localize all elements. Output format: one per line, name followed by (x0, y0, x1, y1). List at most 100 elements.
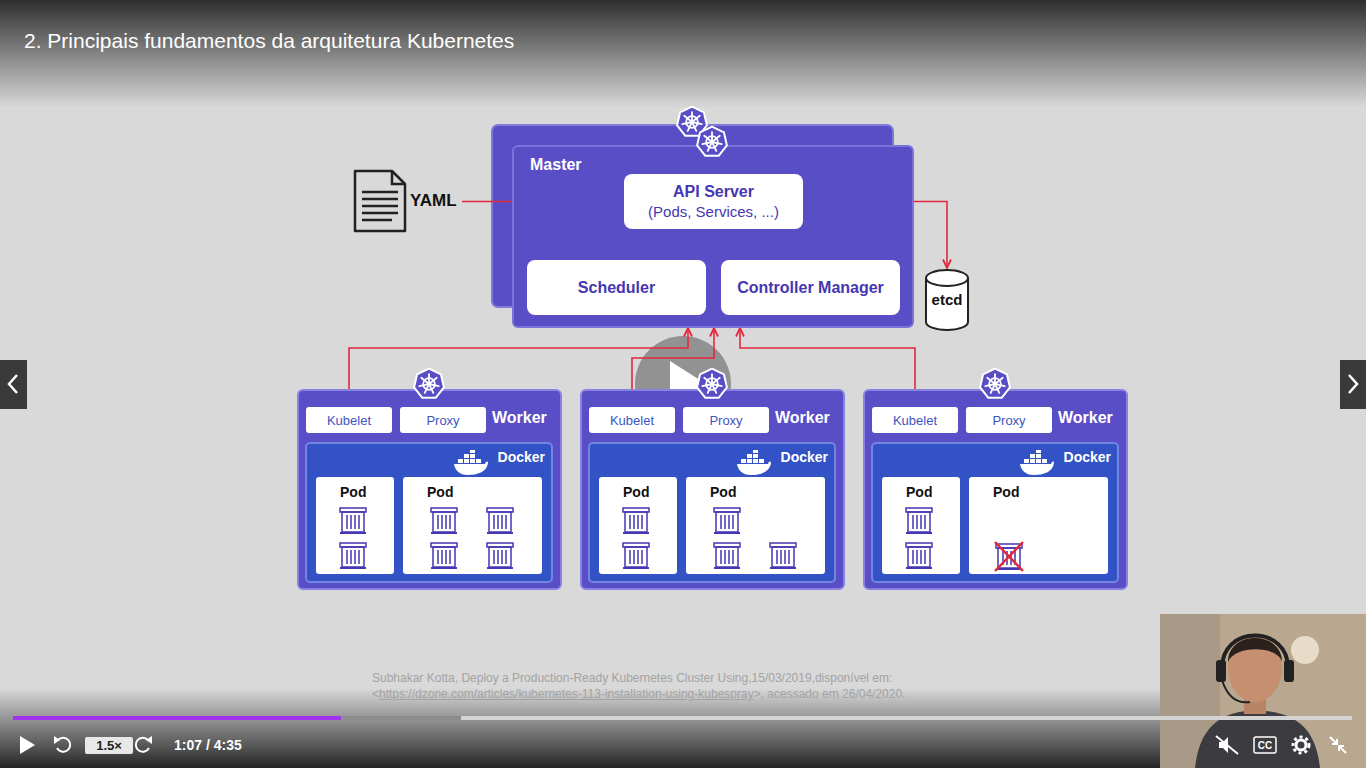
document-icon (352, 168, 408, 234)
kubernetes-icon (411, 366, 447, 402)
kubernetes-icon (977, 366, 1013, 402)
proxy-box: Proxy (683, 407, 769, 433)
citation-link: https://dzone.com/articles/kubernetes-11… (379, 687, 754, 701)
exit-fullscreen-button (1330, 737, 1346, 753)
play-button (20, 736, 35, 754)
citation-line: <https://dzone.com/articles/kubernetes-1… (372, 687, 905, 701)
node-title: Proxy (426, 413, 459, 428)
worker-node-box: Worker Kubelet ProxyDockerPod Pod (297, 389, 562, 590)
stopped-container-icon (995, 541, 1023, 571)
kubelet-box: Kubelet (589, 407, 675, 433)
api-server-box: API Server(Pods, Services, ...) (624, 174, 803, 229)
top-shade (0, 0, 1366, 108)
node-title: etcd (932, 291, 963, 308)
container-icon (622, 505, 650, 535)
webcam-thumbnail (1160, 614, 1366, 768)
node-subtitle: (Pods, Services, ...) (648, 202, 779, 221)
node-title: Pod (710, 484, 736, 500)
node-title: API Server (673, 182, 754, 202)
progress-track (13, 716, 1352, 720)
container-icon (622, 540, 650, 570)
docker-whale-icon (453, 450, 489, 476)
document-icon (352, 168, 408, 234)
pod-box: Pod (599, 477, 677, 574)
node-title: Worker (1058, 409, 1113, 427)
docker-runtime-box: DockerPod Pod (871, 442, 1119, 583)
container-icon (622, 505, 650, 535)
worker-node-box: Worker Kubelet ProxyDockerPod Pod (580, 389, 845, 590)
playback-speed: 1.5× (96, 738, 122, 753)
pod-box: Pod (316, 477, 394, 574)
docker-whale-icon (1019, 450, 1055, 476)
node-title: Pod (623, 484, 649, 500)
slide-title: 2. Principais fundamentos da arquitetura… (24, 29, 514, 53)
forward-button (136, 736, 152, 752)
container-icon (769, 540, 797, 570)
pod-box: Pod (686, 477, 825, 574)
speed-button (85, 737, 133, 754)
node-title: Docker (781, 449, 828, 465)
kubernetes-icon (694, 366, 730, 402)
container-icon (430, 505, 458, 535)
container-icon (713, 505, 741, 535)
container-icon (905, 505, 933, 535)
kubernetes-icon (677, 107, 707, 136)
proxy-box: Proxy (966, 407, 1052, 433)
kubelet-box: Kubelet (306, 407, 392, 433)
pod-box: Pod (969, 477, 1108, 574)
prev-button (0, 360, 27, 409)
container-icon (622, 540, 650, 570)
captions-control: CC (1254, 737, 1276, 753)
citation-text: Subhakar Kotta, Deploy a Production-Read… (372, 671, 892, 685)
master-node-box: MasterAPI Server(Pods, Services, ...)Sch… (512, 145, 914, 328)
time-display: 1:07 / 4:35 (174, 737, 242, 754)
proxy-box: Proxy (400, 407, 486, 433)
container-icon (339, 540, 367, 570)
container-icon (486, 540, 514, 570)
prev-chevron (9, 375, 17, 393)
container-icon (486, 540, 514, 570)
node-title: Docker (498, 449, 545, 465)
next-chevron (1349, 375, 1357, 393)
node-title: Pod (993, 484, 1019, 500)
node-title: Pod (340, 484, 366, 500)
kubernetes-icon (694, 124, 730, 160)
container-icon (339, 505, 367, 535)
citation-text: < (372, 687, 379, 701)
node-title: Kubelet (327, 413, 371, 428)
node-title: Scheduler (578, 278, 655, 298)
node-title: YAML (410, 191, 457, 211)
docker-whale-icon (736, 450, 772, 476)
container-icon (486, 505, 514, 535)
worker-node-box: Worker Kubelet ProxyDockerPod Pod (863, 389, 1128, 590)
node-title: Worker (775, 409, 830, 427)
container-icon (713, 505, 741, 535)
settings-gear (1293, 737, 1309, 753)
node-title: Pod (427, 484, 453, 500)
container-icon (430, 540, 458, 570)
progress-played (13, 716, 341, 720)
mute-button (1216, 736, 1238, 754)
container-icon (430, 540, 458, 570)
node-title: Kubelet (893, 413, 937, 428)
docker-runtime-box: DockerPod Pod (305, 442, 553, 583)
docker-whale-icon (1019, 450, 1055, 476)
next-button (1340, 360, 1366, 409)
playback-time: 1:07 / 4:35 (174, 737, 242, 753)
kubernetes-icon (694, 124, 730, 160)
yaml-file-node: YAML (350, 166, 462, 236)
captions-box (1254, 737, 1276, 753)
node-title: Worker (492, 409, 547, 427)
container-icon (486, 505, 514, 535)
scheduler-box: Scheduler (527, 260, 706, 315)
captions-button: CC (1258, 740, 1272, 751)
node-title: Kubelet (610, 413, 654, 428)
container-icon (905, 505, 933, 535)
node-title: Docker (1064, 449, 1111, 465)
pod-box: Pod (882, 477, 960, 574)
container-icon (339, 505, 367, 535)
